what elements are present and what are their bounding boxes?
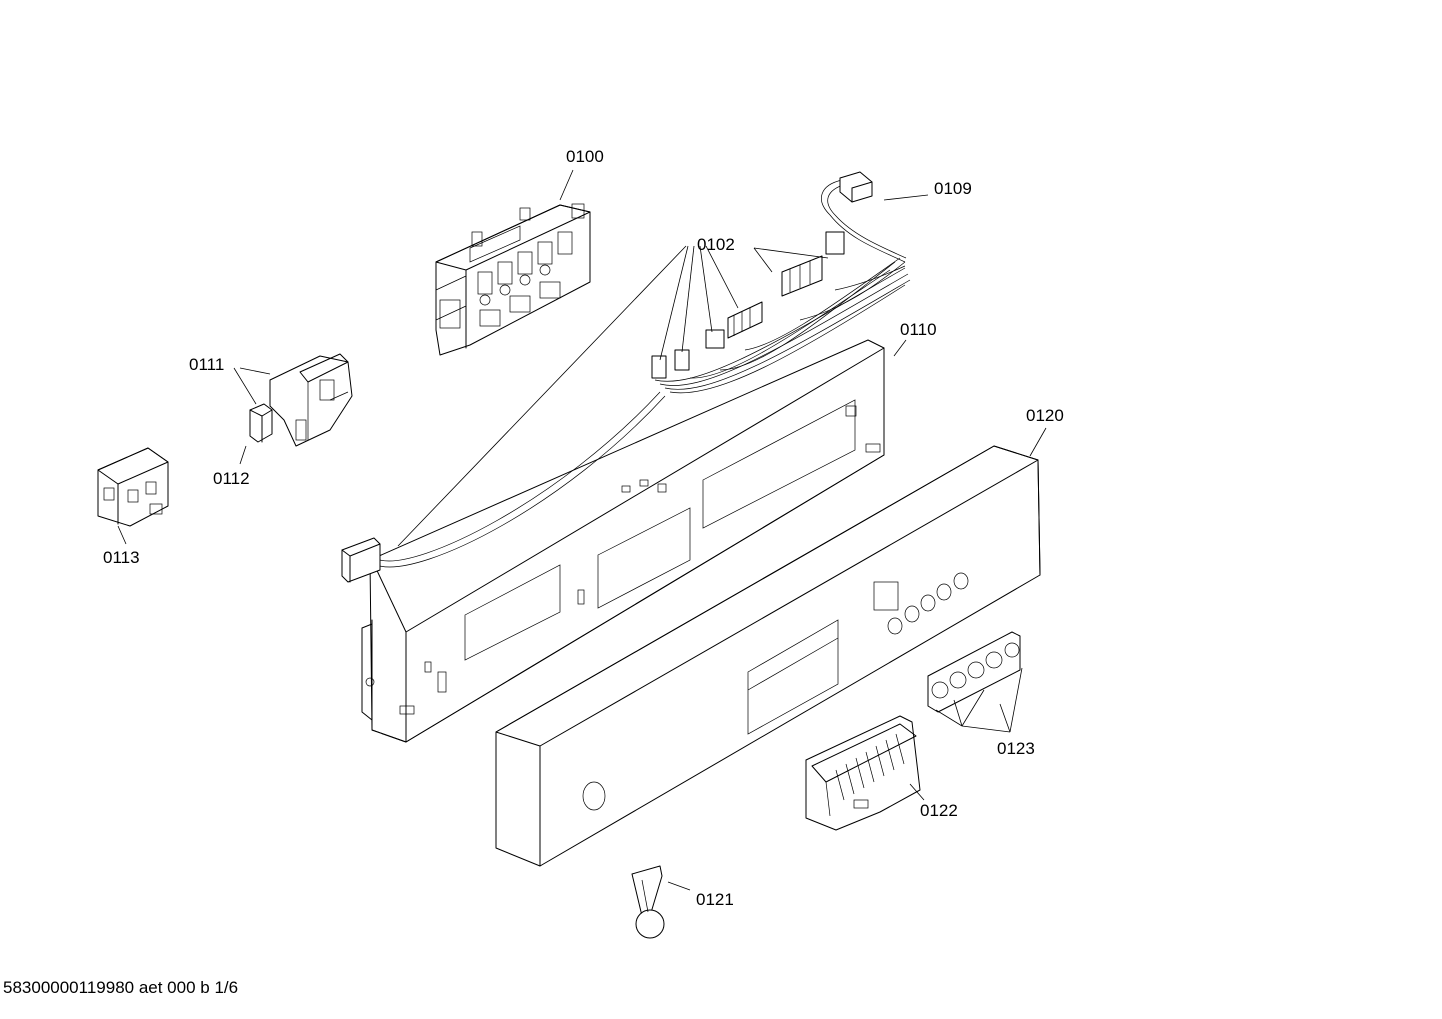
part-0112-relay xyxy=(249,403,273,443)
part-0120-front-panel xyxy=(495,445,1041,867)
label-0121: 0121 xyxy=(696,890,734,909)
label-0123: 0123 xyxy=(997,739,1035,758)
part-0109-connector xyxy=(821,171,907,263)
part-0110-frame xyxy=(361,339,885,743)
label-0100: 0100 xyxy=(566,147,604,166)
label-0113: 0113 xyxy=(103,548,140,567)
label-0110: 0110 xyxy=(900,320,937,339)
part-0100-control-module xyxy=(435,203,591,356)
label-0109: 0109 xyxy=(934,179,972,198)
label-0122: 0122 xyxy=(920,801,958,820)
label-0112: 0112 xyxy=(213,469,250,488)
label-0111: 0111 xyxy=(189,355,224,374)
drawing-number: 58300000119980 aet 000 b 1/6 xyxy=(3,978,239,997)
label-0120: 0120 xyxy=(1026,406,1064,425)
cable-end-connector xyxy=(341,391,666,583)
part-0102-cable-harness xyxy=(651,231,911,394)
label-0102: 0102 xyxy=(697,235,735,254)
part-0122-housing xyxy=(805,715,921,831)
part-0111-switch xyxy=(269,353,353,447)
part-0113-terminal-block xyxy=(97,447,169,527)
part-0121-lever xyxy=(631,865,665,939)
leader-lines xyxy=(117,169,1047,891)
part-0123-button-strip xyxy=(927,631,1021,713)
